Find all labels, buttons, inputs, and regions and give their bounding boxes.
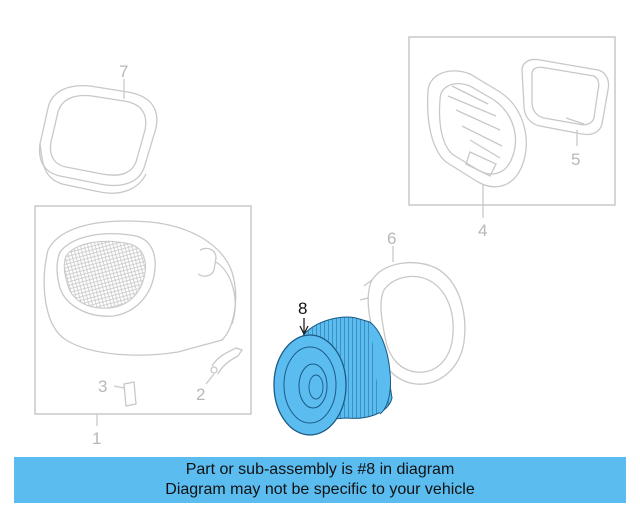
part-5-gasket: 5 xyxy=(521,58,610,169)
part-7-frame: 7 xyxy=(38,62,158,194)
info-banner: Part or sub-assembly is #8 in diagram Di… xyxy=(14,457,626,503)
part-1-blower-case: 1 xyxy=(43,220,237,448)
banner-line-2: Diagram may not be specific to your vehi… xyxy=(165,481,475,498)
part-4-box xyxy=(408,36,616,206)
part-1-box xyxy=(34,205,252,415)
callout-1: 1 xyxy=(92,429,101,448)
callout-2: 2 xyxy=(196,385,205,404)
part-3-bracket: 3 xyxy=(98,377,137,407)
part-8-blower-wheel: 8 xyxy=(273,299,393,436)
callout-3: 3 xyxy=(98,377,107,396)
callout-7: 7 xyxy=(119,62,128,81)
callout-4: 4 xyxy=(478,221,487,240)
callout-8: 8 xyxy=(298,299,307,318)
callout-6: 6 xyxy=(387,229,396,248)
part-2-clip: 2 xyxy=(196,347,244,404)
part-4-housing: 4 xyxy=(426,70,527,240)
callout-5: 5 xyxy=(571,150,580,169)
parts-diagram: 7 4 5 1 2 3 xyxy=(34,36,616,448)
banner-line-1: Part or sub-assembly is #8 in diagram xyxy=(185,461,455,478)
